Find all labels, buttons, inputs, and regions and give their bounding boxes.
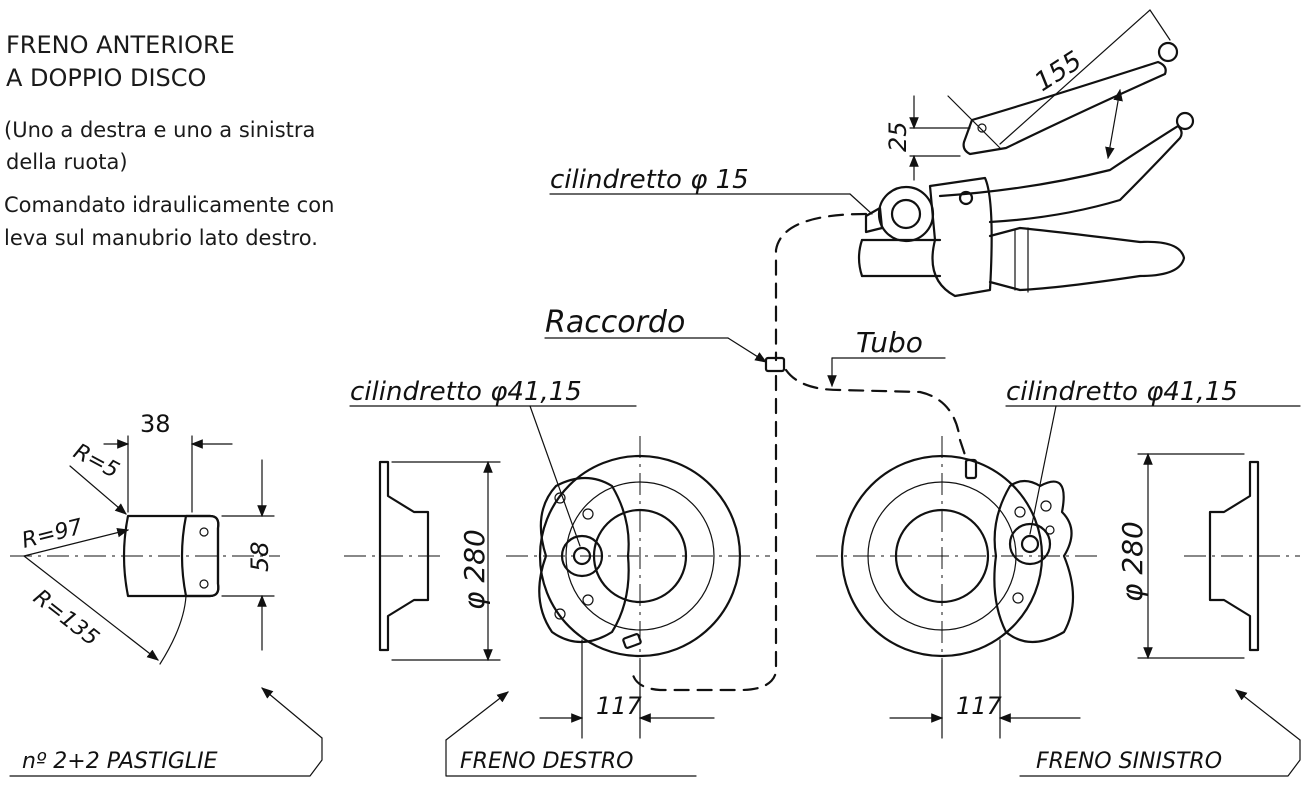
brake-pad-view (10, 435, 280, 665)
tube-label: Tubo (856, 326, 923, 359)
pad-outer-radius: R=135 (28, 585, 103, 651)
right-brake-disc-front (506, 436, 770, 739)
fitting-arrow (727, 337, 768, 363)
right-caliper-label: cilindretto φ41,15 (350, 377, 582, 407)
left-brake-offset: 117 (956, 692, 1003, 720)
right-brake-caption: FRENO DESTRO (460, 749, 633, 774)
left-caliper-label: cilindretto φ41,15 (1006, 377, 1238, 407)
left-brake-caption: FRENO SINISTRO (1036, 749, 1222, 774)
right-caliper-leader (529, 405, 581, 547)
right-disc-diameter: φ 280 (458, 529, 491, 610)
lever-offset-dimension: 25 (884, 121, 912, 152)
master-cylinder-label: cilindretto φ 15 (550, 165, 749, 195)
note-line-2: della ruota) (6, 150, 128, 174)
description-line-1: Comandato idraulicamente con (4, 193, 335, 217)
left-brake-caption-underline (1019, 739, 1301, 777)
right-brake-offset: 117 (596, 692, 643, 720)
title-line-2: A DOPPIO DISCO (6, 64, 207, 92)
pad-small-radius: R=5 (69, 439, 123, 483)
left-disc-diameter: φ 280 (1116, 521, 1149, 602)
pads-caption: nº 2+2 PASTIGLIE (22, 749, 218, 774)
right-brake-disc-section (344, 460, 501, 662)
pads-caption-arrow (261, 687, 323, 739)
pad-inner-radius: R=97 (19, 515, 85, 554)
description-line-2: leva sul manubrio lato destro. (4, 226, 318, 250)
fitting-label: Raccordo (545, 305, 685, 340)
left-brake-disc-section (1137, 452, 1300, 660)
lever-length-dimension: 155 (1029, 46, 1087, 98)
left-brake-disc-front (816, 436, 1100, 739)
hose-fitting (764, 356, 786, 373)
brake-lever-assembly (857, 9, 1195, 298)
left-caliper-leader (1029, 405, 1057, 535)
left-brake-caption-arrow (1235, 689, 1301, 741)
pad-width-dimension: 38 (140, 410, 171, 438)
right-brake-caption-underline (445, 739, 697, 777)
title-line-1: FRENO ANTERIORE (6, 31, 235, 59)
pad-height-dimension: 58 (246, 541, 274, 572)
hydraulic-hose (630, 212, 968, 692)
note-line-1: (Uno a destra e uno a sinistra (4, 118, 316, 142)
pads-caption-underline (9, 737, 323, 777)
right-brake-caption-arrow (445, 691, 509, 741)
master-cylinder-leader (849, 193, 873, 215)
